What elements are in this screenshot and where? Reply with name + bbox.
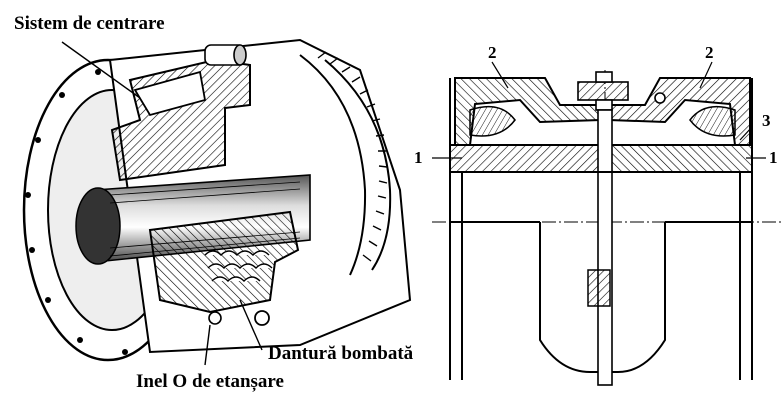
label-crowned-teeth: Dantură bombată bbox=[268, 343, 414, 364]
coupling-perspective-view bbox=[22, 38, 412, 366]
top-bolt bbox=[204, 44, 247, 66]
centre-spacer bbox=[597, 109, 613, 386]
coupling-section-view bbox=[432, 61, 782, 386]
centering-insert bbox=[133, 70, 207, 117]
center-bolt bbox=[577, 71, 666, 111]
hub-left-section bbox=[449, 144, 601, 173]
sleeve-left-section bbox=[454, 77, 601, 146]
label-o-ring: Inel O de etanșare bbox=[136, 371, 284, 392]
label-seal: 3 bbox=[762, 111, 771, 130]
label-centering-system: Sistem de centrare bbox=[14, 13, 165, 34]
bore-front bbox=[75, 187, 121, 265]
label-hub-left: 1 bbox=[414, 148, 423, 167]
callout-leaders-left bbox=[61, 41, 263, 366]
crowned-teeth bbox=[204, 250, 273, 283]
sleeve-right-section bbox=[609, 77, 751, 146]
teeth-left bbox=[469, 105, 516, 137]
shaft-outline bbox=[449, 78, 753, 380]
hub-right-section bbox=[609, 144, 753, 173]
teeth-right bbox=[689, 105, 736, 137]
hub-bottom-section bbox=[148, 210, 300, 314]
key-slot bbox=[587, 269, 611, 307]
lower-bolt bbox=[254, 310, 270, 326]
label-sleeve-left: 2 bbox=[488, 43, 497, 62]
o-ring bbox=[208, 311, 222, 325]
callout-leaders-right bbox=[432, 61, 766, 159]
label-hub-right: 1 bbox=[769, 148, 778, 167]
label-sleeve-right: 2 bbox=[705, 43, 714, 62]
gear-teeth-ring bbox=[299, 51, 392, 276]
